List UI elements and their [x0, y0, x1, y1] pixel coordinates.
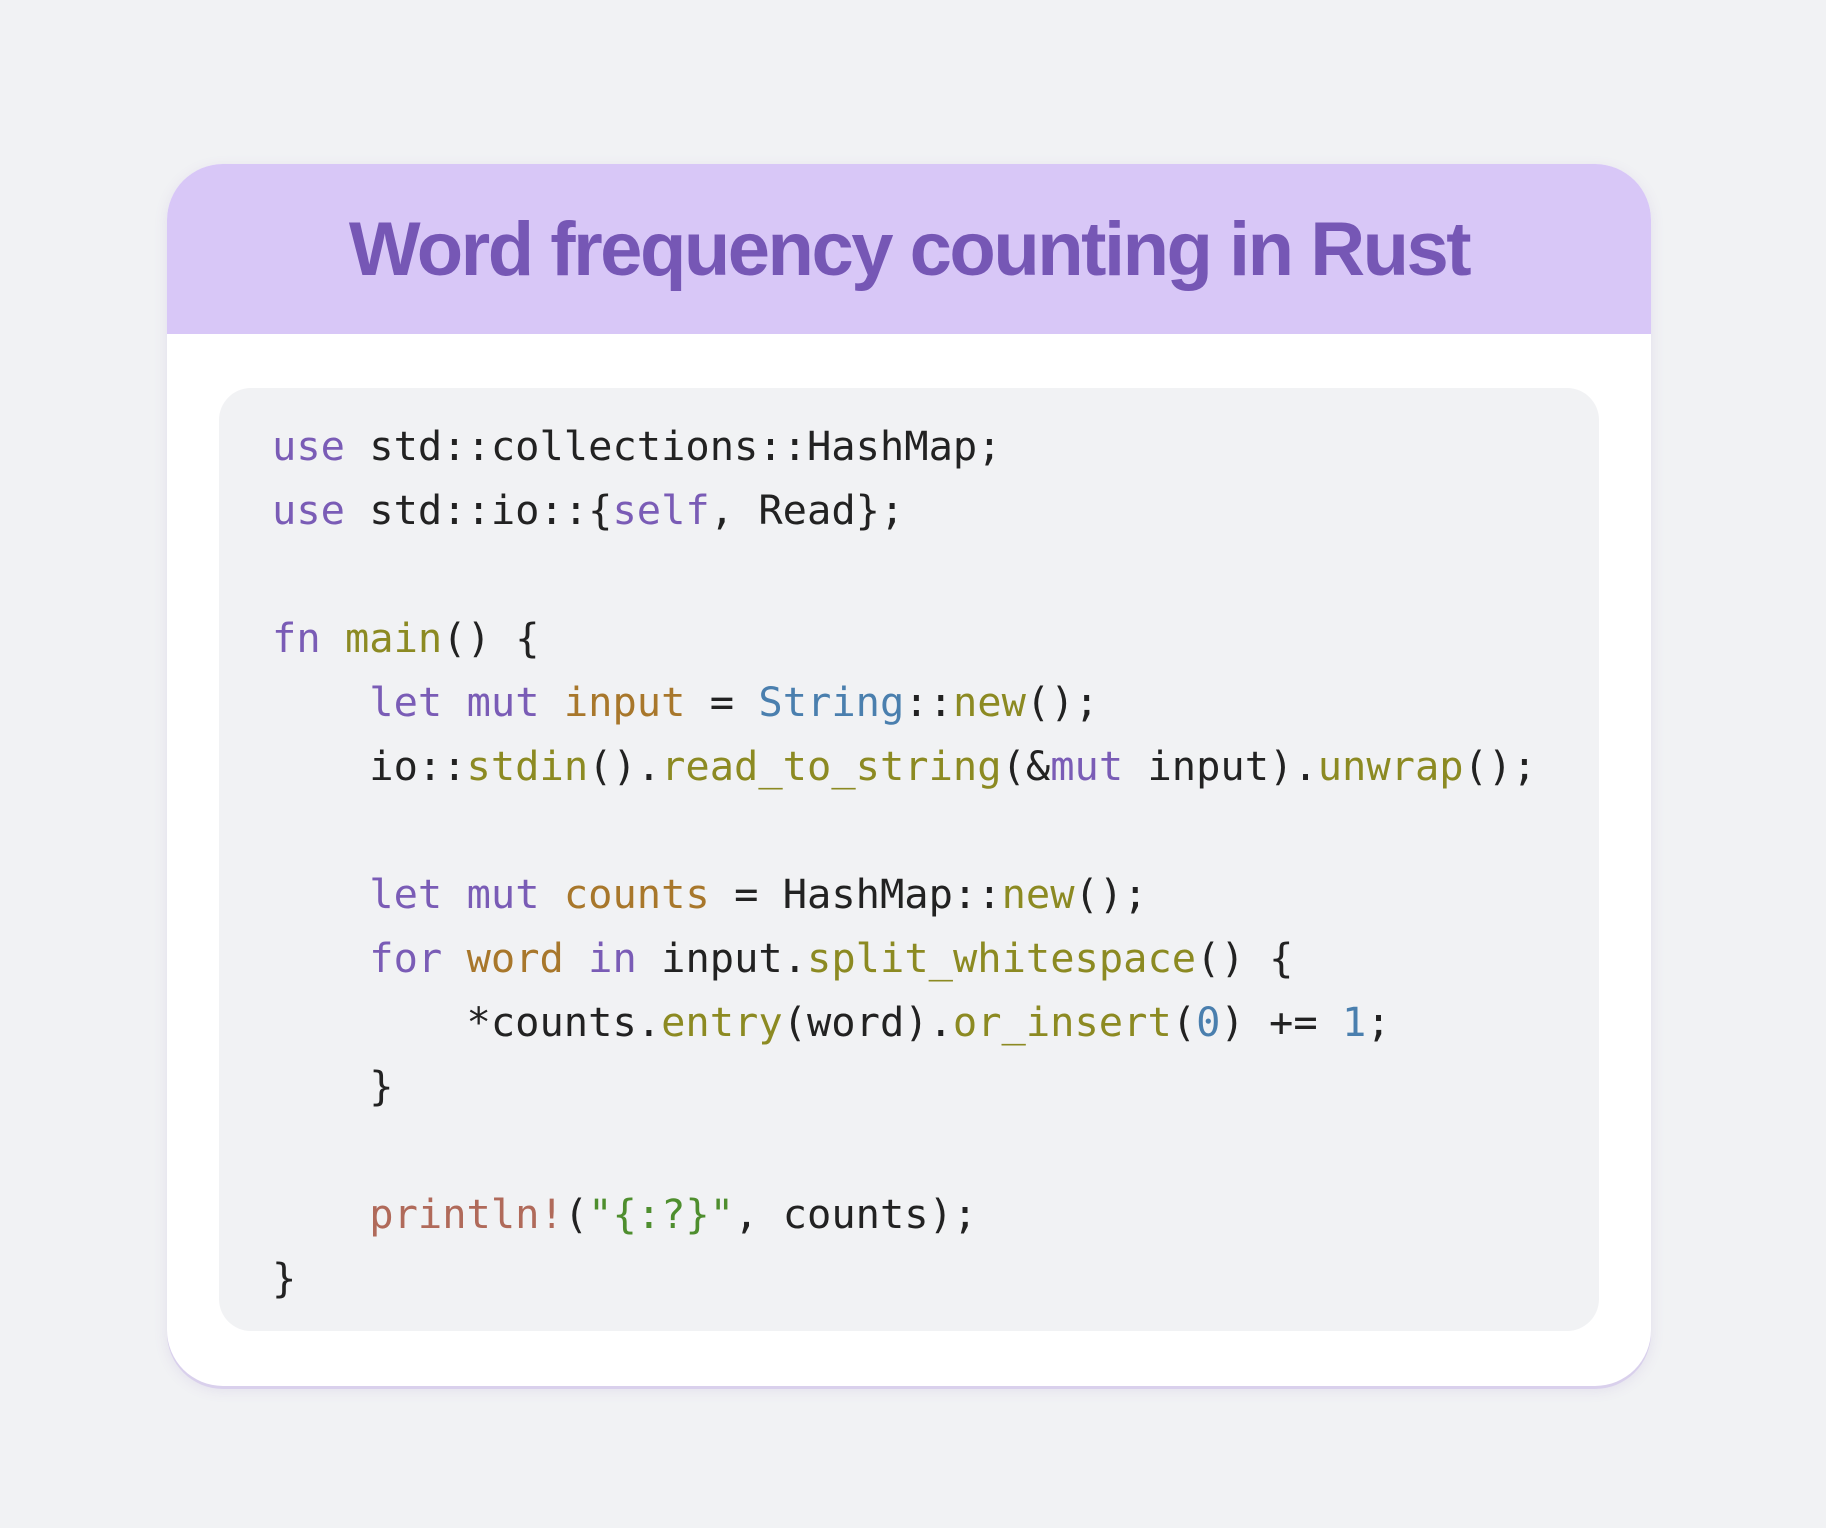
code-line: for word in input.split_whitespace() {	[272, 926, 1599, 990]
code-token-kw: use	[272, 486, 345, 534]
code-token-plain: =	[685, 678, 759, 726]
code-token-plain: (word).	[782, 998, 953, 1046]
code-token-plain: input).	[1123, 742, 1318, 790]
code-token-plain: std::collections::HashMap;	[344, 422, 1002, 470]
code-token-plain	[272, 1190, 369, 1238]
code-token-plain	[321, 614, 345, 662]
code-token-fn: unwrap	[1317, 742, 1464, 790]
code-token-plain: = HashMap::	[709, 870, 1002, 918]
code-token-plain	[272, 934, 369, 982]
code-line: *counts.entry(word).or_insert(0) += 1;	[272, 990, 1599, 1054]
code-token-plain	[564, 934, 588, 982]
code-token-plain: ;	[1366, 998, 1391, 1046]
code-token-fn: main	[344, 614, 443, 662]
code-token-plain: ) +=	[1220, 998, 1343, 1046]
code-token-plain: (	[1171, 998, 1197, 1046]
code-line: fn main() {	[272, 606, 1599, 670]
code-token-type: String	[758, 678, 905, 726]
code-token-var: input	[563, 678, 686, 726]
code-token-plain: (&	[1001, 742, 1051, 790]
code-token-plain	[540, 678, 564, 726]
code-token-plain: ().	[588, 742, 662, 790]
code-token-kw: in	[588, 934, 637, 982]
code-token-fn: new	[1001, 870, 1075, 918]
code-token-plain: }	[272, 1062, 394, 1110]
code-token-kw: mut	[466, 678, 540, 726]
code-line: io::stdin().read_to_string(&mut input).u…	[272, 734, 1599, 798]
code-token-plain: std::io::{	[344, 486, 613, 534]
code-token-plain	[442, 870, 466, 918]
code-token-kw: for	[369, 934, 443, 982]
code-token-fn: split_whitespace	[807, 934, 1197, 982]
code-token-plain	[442, 934, 466, 982]
code-token-var: word	[466, 934, 564, 982]
card-header: Word frequency counting in Rust	[167, 164, 1651, 334]
code-token-plain: ();	[1463, 742, 1537, 790]
code-line: use std::io::{self, Read};	[272, 478, 1599, 542]
code-token-fn: or_insert	[952, 998, 1172, 1046]
code-token-plain: ::	[904, 678, 953, 726]
code-line: let mut counts = HashMap::new();	[272, 862, 1599, 926]
code-token-plain: ();	[1025, 678, 1099, 726]
code-line	[272, 1118, 1599, 1182]
code-token-kw: mut	[1050, 742, 1124, 790]
code-token-fn: read_to_string	[661, 742, 1002, 790]
code-token-plain: *counts.	[272, 998, 662, 1046]
code-token-plain	[272, 678, 369, 726]
code-line	[272, 798, 1599, 862]
code-token-fn: stdin	[466, 742, 589, 790]
code-token-plain: () {	[442, 614, 540, 662]
code-token-plain: (	[563, 1190, 589, 1238]
code-line	[272, 542, 1599, 606]
code-token-mac: println!	[369, 1190, 564, 1238]
code-card: Word frequency counting in Rust use std:…	[167, 164, 1651, 1386]
code-line: println!("{:?}", counts);	[272, 1182, 1599, 1246]
code-token-kw: let	[369, 678, 443, 726]
code-line: }	[272, 1246, 1599, 1310]
code-token-plain: () {	[1196, 934, 1294, 982]
code-line: let mut input = String::new();	[272, 670, 1599, 734]
code-token-plain: input.	[636, 934, 808, 982]
code-token-plain	[272, 870, 369, 918]
code-token-fn: new	[952, 678, 1026, 726]
code-token-plain: io::	[272, 742, 467, 790]
code-line: }	[272, 1054, 1599, 1118]
code-token-str: "{:?}"	[588, 1190, 735, 1238]
code-token-num: 0	[1196, 998, 1221, 1046]
code-token-plain: }	[272, 1254, 297, 1302]
code-block: use std::collections::HashMap;use std::i…	[219, 388, 1599, 1331]
code-token-plain	[540, 870, 564, 918]
code-token-fn: entry	[661, 998, 783, 1046]
code-token-plain: ();	[1074, 870, 1148, 918]
code-token-kw: fn	[272, 614, 321, 662]
card-title: Word frequency counting in Rust	[348, 206, 1472, 292]
code-token-kw: let	[369, 870, 443, 918]
code-token-var: counts	[563, 870, 710, 918]
code-token-plain: , Read};	[709, 486, 905, 534]
code-token-kw: mut	[466, 870, 540, 918]
code-token-num: 1	[1342, 998, 1367, 1046]
code-line: use std::collections::HashMap;	[272, 414, 1599, 478]
code-token-kw: self	[612, 486, 710, 534]
code-token-plain: , counts);	[734, 1190, 978, 1238]
code-token-plain	[442, 678, 466, 726]
code-token-kw: use	[272, 422, 345, 470]
